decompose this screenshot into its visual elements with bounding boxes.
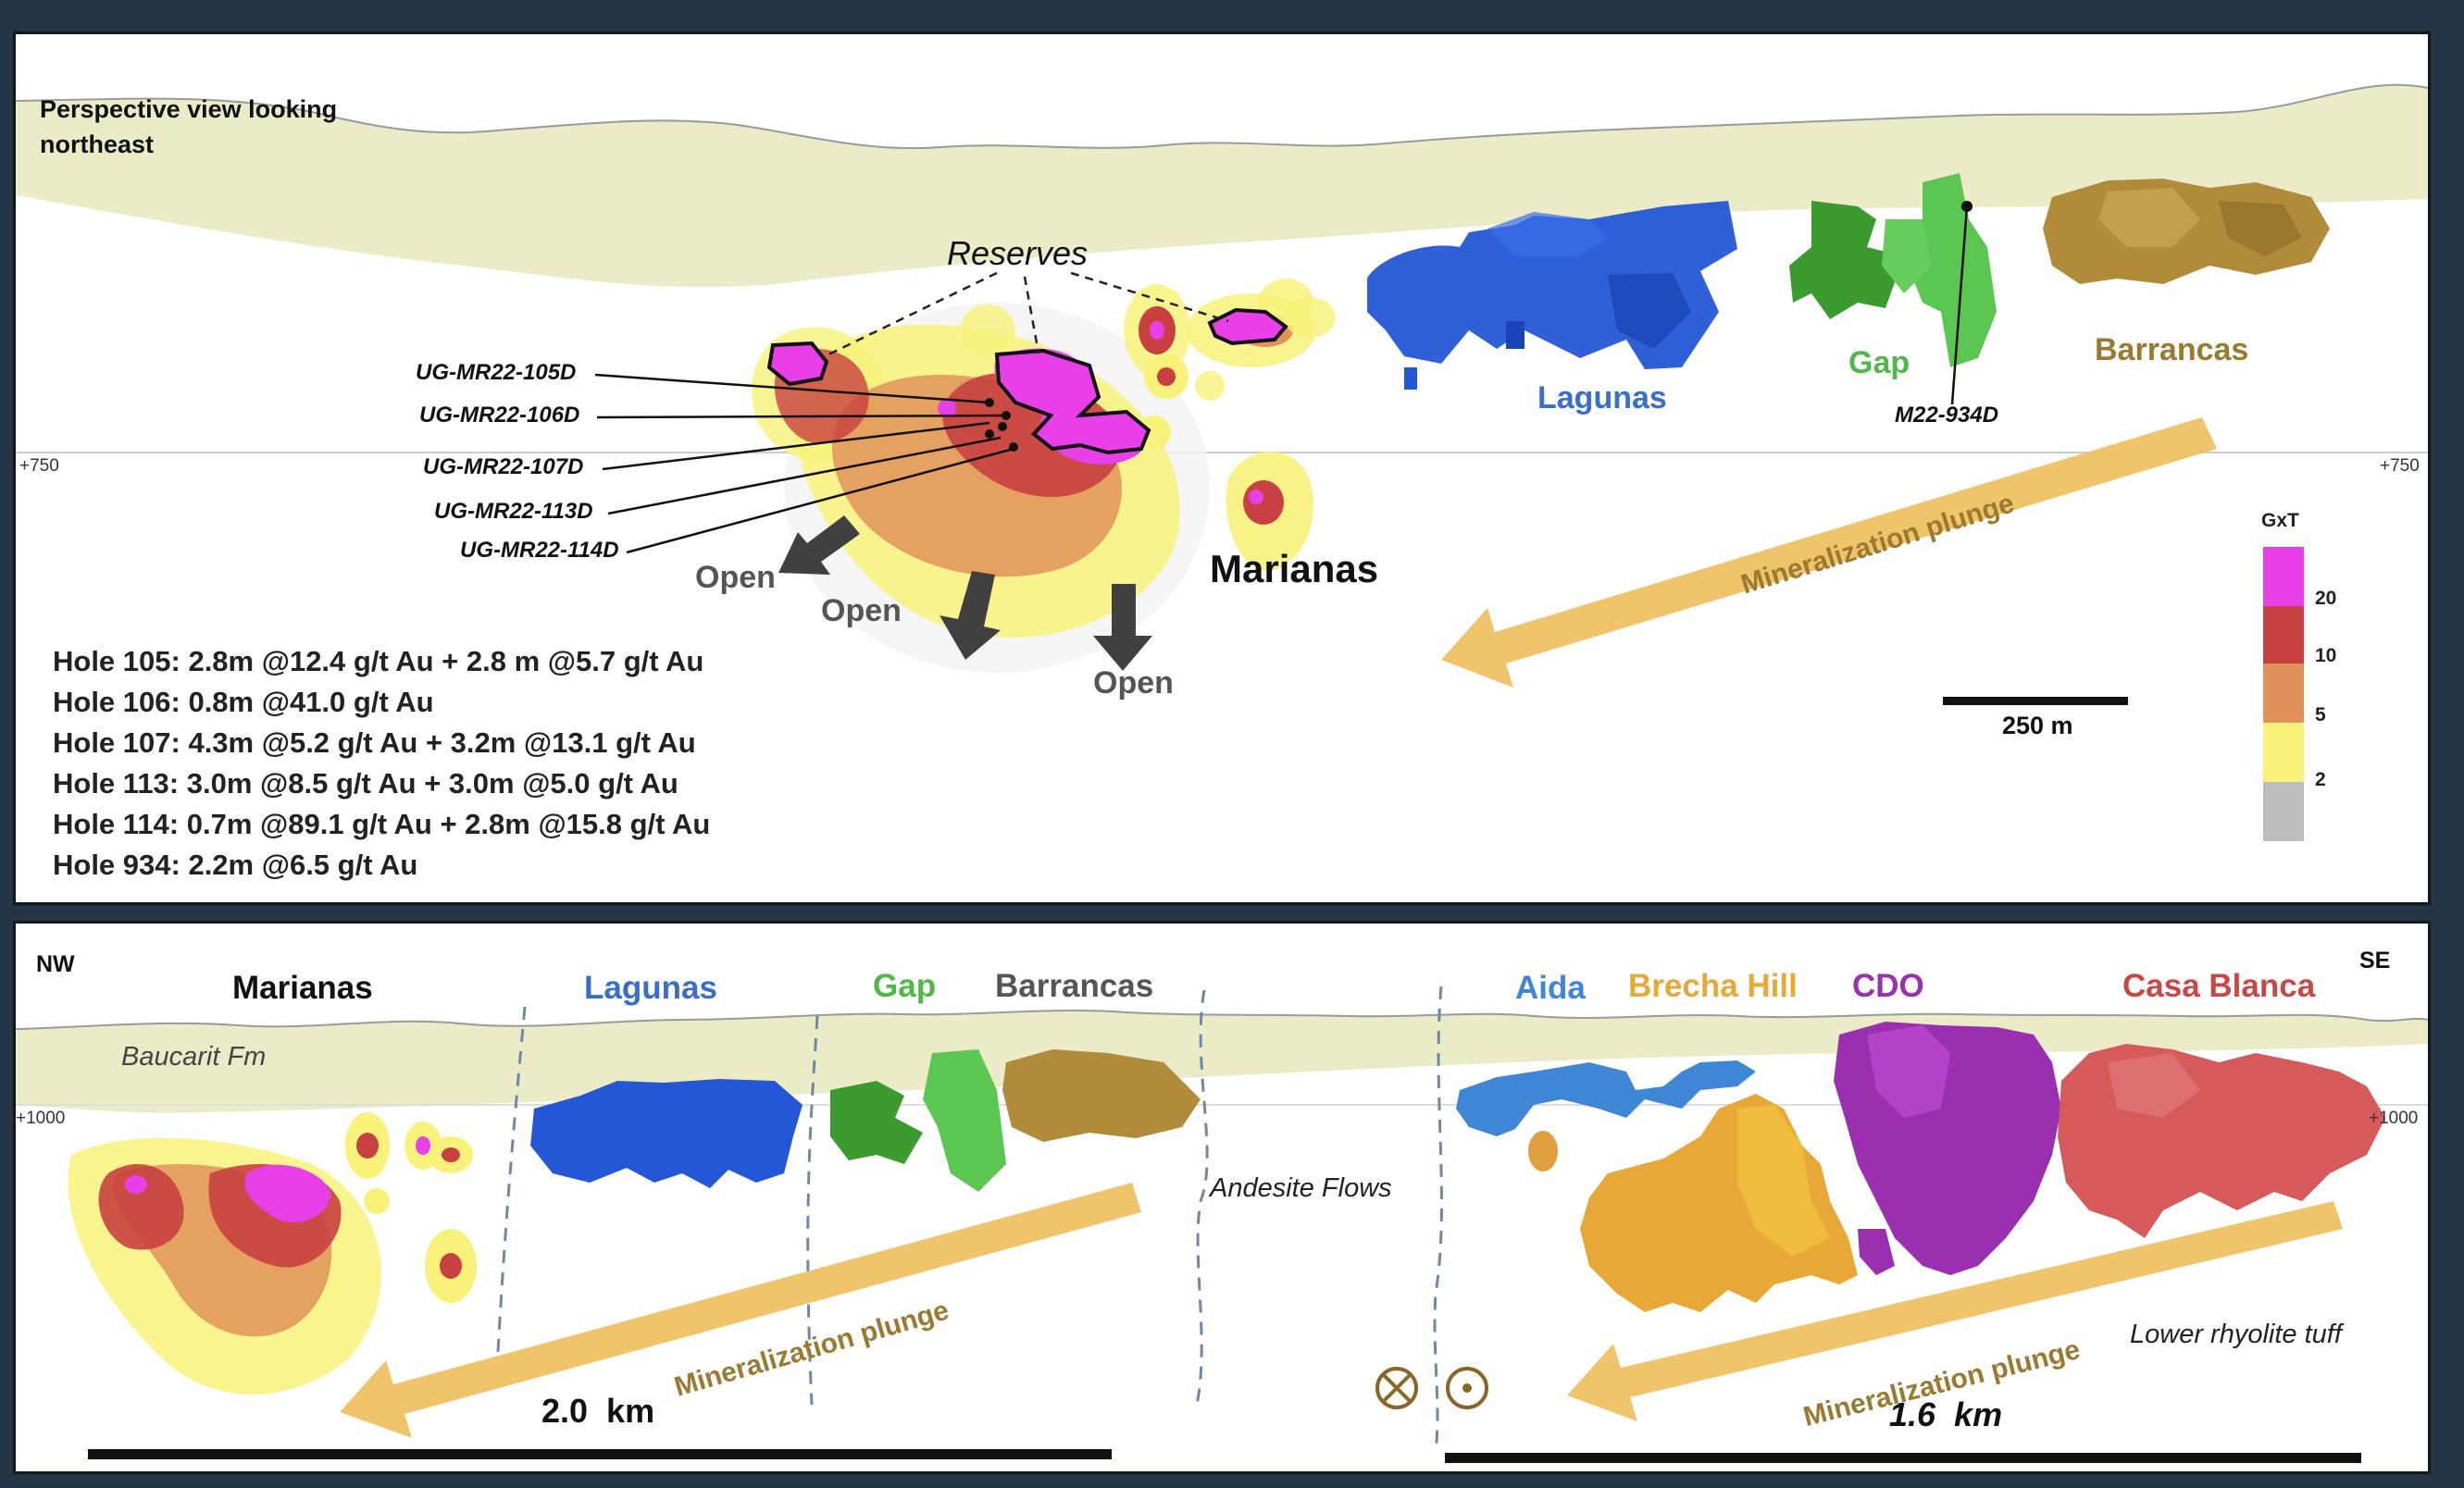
aida-pod	[1528, 1131, 1558, 1172]
legend-tick-10: 10	[2315, 645, 2337, 666]
elevation-left-bottom: +1000	[16, 1109, 66, 1128]
direction-se: SE	[2359, 948, 2391, 973]
zone-aida: Aida	[1515, 970, 1586, 1006]
scale-label-1-6km: 1.6 km	[1889, 1395, 2003, 1433]
zone-cdo: CDO	[1852, 968, 1924, 1004]
drillhole-label-106d: UG-MR22-106D	[419, 403, 580, 428]
perspective-view-panel: Perspective view looking northeast Reser…	[13, 31, 2431, 905]
unit-baucarit: Baucarit Fm	[121, 1042, 267, 1072]
result-hole-113: Hole 113: 3.0m @8.5 g/t Au + 3.0m @5.0 g…	[53, 767, 678, 800]
section-out-of-page-icon	[1446, 1367, 1488, 1409]
zone-label-gap: Gap	[1848, 345, 1910, 380]
view-title-line2: northeast	[40, 130, 155, 158]
barrancas-body	[2043, 179, 2330, 284]
perspective-view-graphic	[16, 83, 2428, 841]
zone-casa-blanca: Casa Blanca	[2122, 968, 2316, 1004]
zone-label-lagunas: Lagunas	[1537, 380, 1667, 415]
open-label-3: Open	[1093, 665, 1174, 701]
result-hole-106: Hole 106: 0.8m @41.0 g/t Au	[53, 686, 434, 718]
scale-bar-1-6km	[1445, 1453, 2361, 1463]
aida-body	[1456, 1060, 1756, 1136]
drillhole-label-107d: UG-MR22-107D	[423, 454, 584, 479]
zone-brecha-hill: Brecha Hill	[1628, 968, 1798, 1004]
legend-tick-2: 2	[2315, 769, 2326, 790]
gap-body-bottom-1	[830, 1081, 923, 1164]
scale-label-2km: 2.0 km	[541, 1392, 655, 1430]
gap-body	[1789, 173, 1997, 367]
lagunas-body-bottom	[530, 1079, 803, 1188]
scale-bar-250m	[1943, 697, 2128, 705]
surface-line-bottom	[16, 1010, 2428, 1030]
result-hole-105: Hole 105: 2.8m @12.4 g/t Au + 2.8 m @5.7…	[53, 645, 704, 677]
elevation-label-left: +750	[19, 456, 59, 476]
zone-label-marianas: Marianas	[1210, 547, 1379, 590]
legend-tick-5: 5	[2315, 704, 2326, 725]
reserve-outlines	[766, 307, 1288, 455]
open-label-2: Open	[821, 593, 902, 628]
drillhole-label-114d: UG-MR22-114D	[460, 538, 619, 563]
result-hole-114: Hole 114: 0.7m @89.1 g/t Au + 2.8m @15.8…	[53, 808, 711, 840]
zone-barrancas-bottom: Barrancas	[995, 968, 1154, 1004]
long-section-panel: NW SE Marianas Lagunas Gap Barrancas Aid…	[13, 921, 2431, 1474]
unit-andesite-flows: Andesite Flows	[1210, 1173, 1392, 1203]
scale-label-250m: 250 m	[2002, 712, 2073, 739]
drillhole-label-113d: UG-MR22-113D	[434, 499, 593, 524]
view-title-line1: Perspective view looking	[40, 95, 338, 123]
lagunas-body	[1367, 201, 1737, 390]
direction-nw: NW	[36, 951, 75, 977]
fault-lines	[495, 986, 1443, 1452]
gap-body-bottom-2	[923, 1049, 1006, 1192]
plunge-arrow-bottom-2	[1567, 1201, 2343, 1421]
mineralization-plunge-arrow	[1441, 417, 2217, 688]
surface-band	[16, 84, 2428, 288]
long-section-graphic	[16, 986, 2428, 1463]
open-arrows	[778, 515, 1152, 671]
drillhole-traces	[594, 373, 1014, 554]
reserves-label: Reserves	[947, 234, 1089, 272]
barrancas-body-bottom	[1002, 1049, 1201, 1142]
open-label-1: Open	[695, 560, 776, 595]
marianas-shells-bottom	[68, 1112, 477, 1395]
zone-lagunas-bottom: Lagunas	[584, 970, 717, 1006]
reserves-leaders	[820, 271, 1229, 360]
gxt-legend-bar	[2263, 547, 2304, 841]
scale-bar-2km	[88, 1449, 1112, 1459]
drillhole-label-934d: M22-934D	[1895, 403, 1999, 428]
legend-tick-20: 20	[2315, 588, 2337, 609]
section-into-page-icon	[1375, 1367, 1418, 1409]
drillhole-pierce-points	[985, 398, 1018, 452]
drillhole-label-105d: UG-MR22-105D	[416, 360, 577, 385]
elevation-label-right: +750	[2380, 456, 2420, 476]
brecha-hill-body	[1580, 1094, 1858, 1312]
result-hole-107: Hole 107: 4.3m @5.2 g/t Au + 3.2m @13.1 …	[53, 726, 696, 759]
cdo-pod	[1858, 1229, 1895, 1275]
zone-gap-bottom: Gap	[873, 968, 937, 1004]
drill-results-list: Hole 105: 2.8m @12.4 g/t Au + 2.8 m @5.7…	[53, 641, 710, 886]
casa-blanca-body	[2058, 1044, 2385, 1238]
elevation-right-bottom: +1000	[2369, 1109, 2419, 1128]
zone-marianas-bottom: Marianas	[232, 970, 373, 1006]
plunge-arrow-bottom-1	[340, 1183, 1141, 1438]
legend-title: GxT	[2261, 510, 2299, 531]
result-hole-934: Hole 934: 2.2m @6.5 g/t Au	[53, 849, 418, 881]
zone-label-barrancas: Barrancas	[2095, 332, 2249, 367]
unit-lower-rhyolite-tuff: Lower rhyolite tuff	[2130, 1320, 2342, 1349]
surface-line	[16, 83, 2428, 150]
hole-934-trace	[1950, 205, 1969, 405]
